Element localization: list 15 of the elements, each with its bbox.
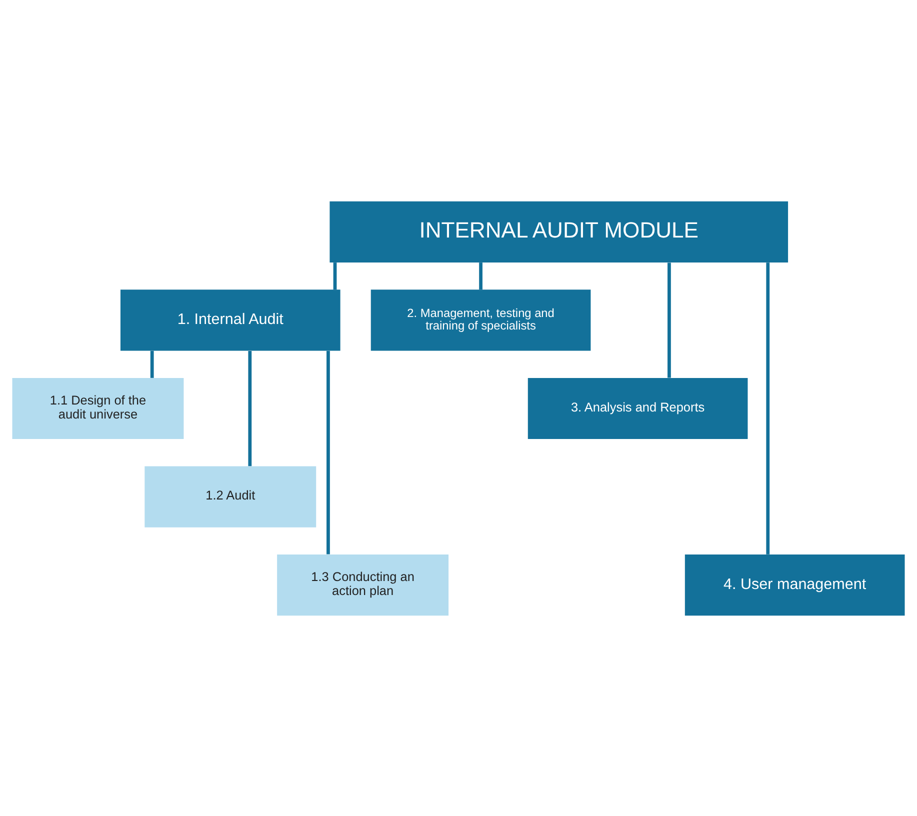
node-box: 2. Management, testing and training of specialists — [370, 289, 591, 350]
connector — [248, 350, 252, 466]
connector — [668, 262, 671, 378]
node-box: 1.2 Audit — [144, 466, 316, 527]
node-box: 3. Analysis and Reports — [528, 377, 748, 439]
node-box: INTERNAL AUDIT MODULE — [330, 200, 788, 262]
connector — [326, 350, 330, 554]
connector — [333, 262, 337, 290]
node-box: 1. Internal Audit — [120, 289, 340, 350]
connector — [766, 262, 770, 554]
node-box: 1.1 Design of the audit universe — [12, 377, 184, 439]
connector — [479, 262, 482, 290]
connector — [150, 350, 154, 378]
node-box: 1.3 Conducting an action plan — [277, 554, 449, 616]
node-box: 4. User management — [684, 554, 905, 616]
